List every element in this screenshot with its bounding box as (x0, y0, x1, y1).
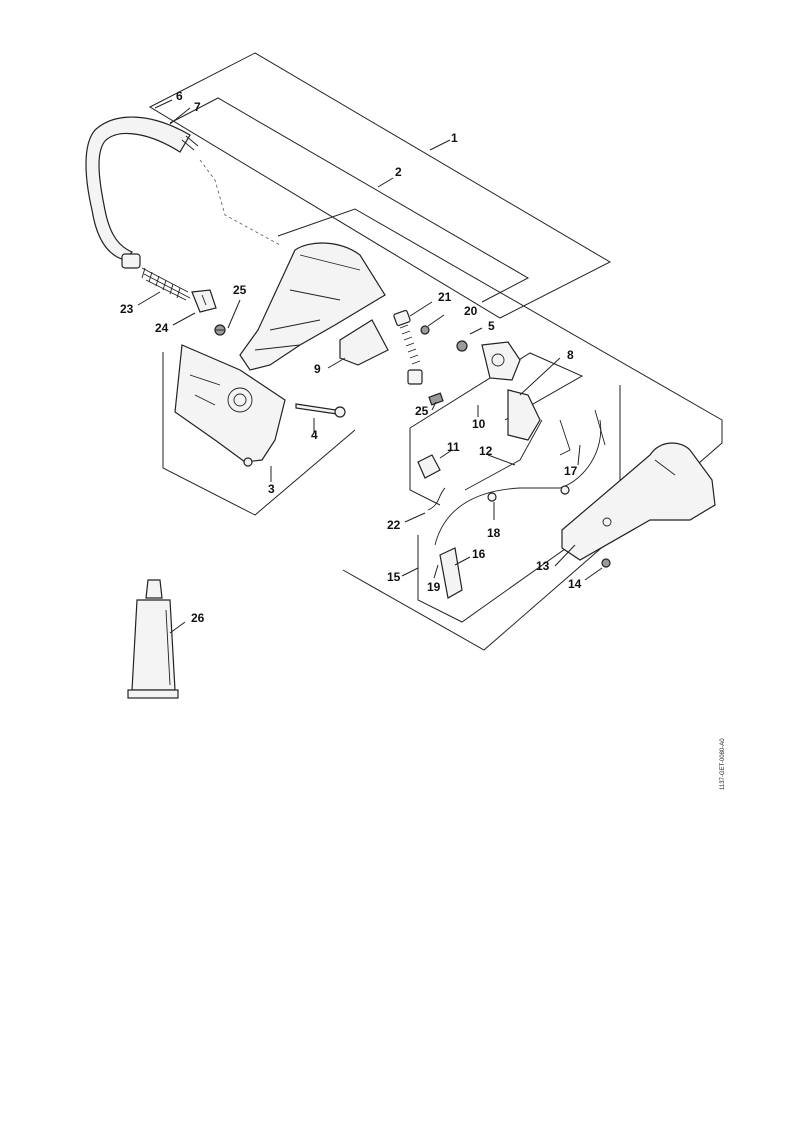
callout-1: 1 (451, 131, 458, 145)
callout-22: 22 (387, 518, 401, 532)
group-frame-2 (169, 97, 530, 303)
screw-25-right (428, 392, 444, 406)
callout-23: 23 (120, 302, 134, 316)
spring-22 (427, 487, 446, 511)
handle-housing (239, 242, 386, 371)
callout-15: 15 (387, 570, 401, 584)
spring-23 (141, 267, 191, 301)
callout-5: 5 (488, 319, 495, 333)
wire-17 (559, 409, 606, 456)
document-id: 1137-GET-0080-A0 (720, 738, 726, 790)
group-frame-1 (148, 52, 612, 319)
callout-4: 4 (311, 428, 318, 442)
callout-16: 16 (472, 547, 486, 561)
av-spring-21 (393, 309, 423, 385)
bracket-24 (191, 289, 217, 313)
leader-lines (137, 99, 603, 634)
group-frame-10 (409, 352, 584, 429)
group-frame-3 (162, 352, 356, 516)
callout-labels: 1 2 3 4 5 6 7 8 9 10 11 12 13 14 15 16 1… (120, 89, 582, 625)
carrier-plate (174, 344, 286, 467)
handlebar (85, 116, 281, 269)
callout-17: 17 (564, 464, 578, 478)
callout-26: 26 (191, 611, 205, 625)
callout-13: 13 (536, 559, 550, 573)
switch-assembly (481, 341, 521, 381)
callout-25-right: 25 (415, 404, 429, 418)
callout-14: 14 (568, 577, 582, 591)
screw-25-left (214, 324, 226, 336)
cover-13 (561, 442, 716, 561)
grease-tube-26 (127, 579, 179, 699)
callout-11: 11 (447, 440, 460, 454)
callout-25-left: 25 (233, 283, 247, 297)
callout-3: 3 (268, 482, 275, 496)
callout-10: 10 (472, 417, 486, 431)
clamp-16 (439, 547, 463, 599)
group-frame-15 (417, 385, 621, 623)
screw-14 (601, 558, 611, 568)
group-frame-13 (277, 208, 723, 651)
cable-18 (434, 419, 602, 546)
screw-4 (295, 403, 346, 418)
callout-8: 8 (567, 348, 574, 362)
callout-18: 18 (487, 526, 501, 540)
clip-11 (417, 454, 441, 479)
rod-12 (464, 419, 543, 491)
callout-7: 7 (194, 100, 201, 114)
screw-5 (456, 340, 468, 352)
lever-9 (339, 319, 389, 366)
callout-24: 24 (155, 321, 169, 335)
callout-19: 19 (427, 580, 441, 594)
callout-12: 12 (479, 444, 493, 458)
callout-20: 20 (464, 304, 478, 318)
lever-8 (507, 389, 541, 441)
group-frame-22 (409, 428, 441, 506)
screw-20 (420, 325, 430, 335)
callout-6: 6 (176, 89, 183, 103)
callout-21: 21 (438, 290, 452, 304)
callout-2: 2 (395, 165, 402, 179)
callout-9: 9 (314, 362, 321, 376)
